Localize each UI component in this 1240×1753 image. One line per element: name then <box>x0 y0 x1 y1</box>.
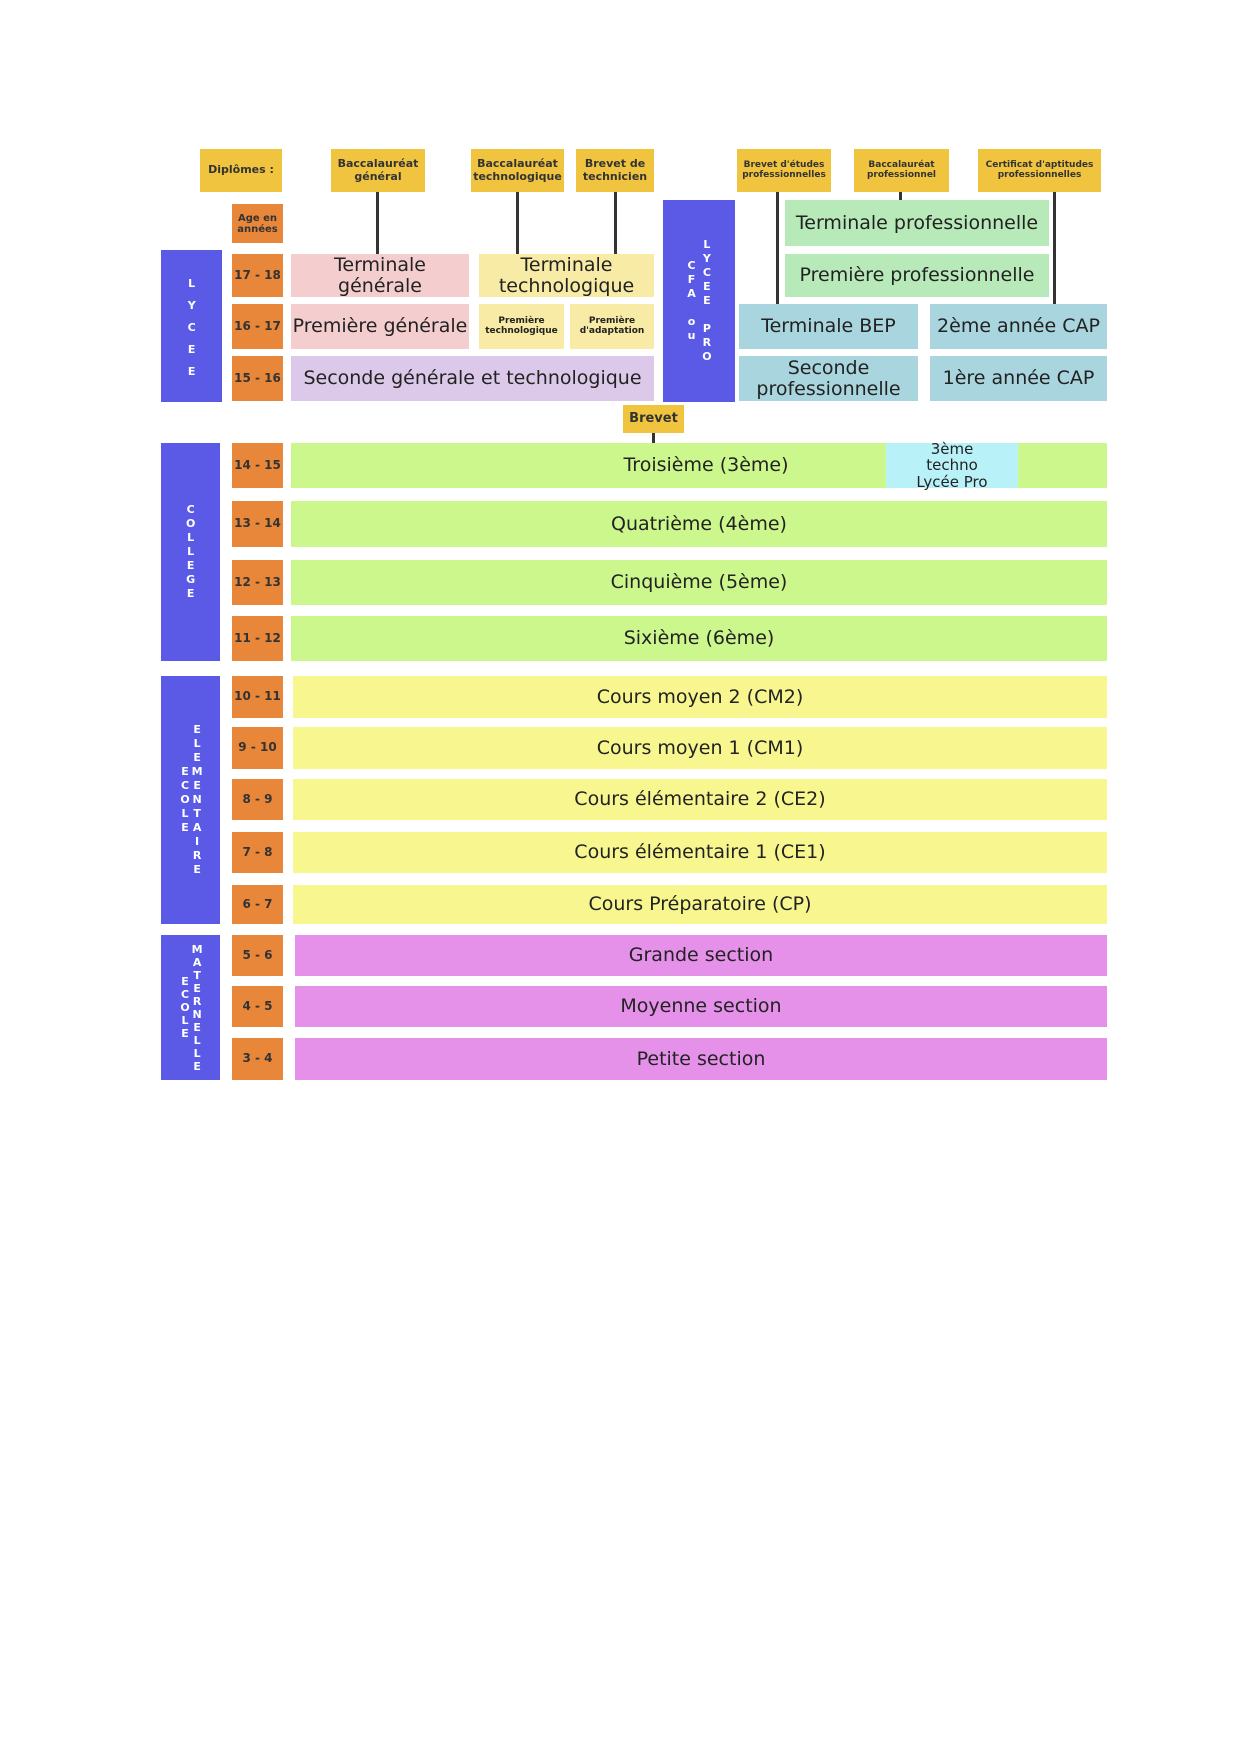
terminale-bep: Terminale BEP <box>739 304 918 349</box>
section-elementaire: ECOLE ELEMENTAIRE <box>161 676 220 924</box>
age-label: 12 - 13 <box>232 560 283 605</box>
diploma-brevet-technicien: Brevet de technicien <box>576 149 654 192</box>
cm2: Cours moyen 2 (CM2) <box>293 676 1107 718</box>
grande-section: Grande section <box>295 935 1107 976</box>
premiere-pro: Première professionnelle <box>785 254 1049 297</box>
ce1: Cours élémentaire 1 (CE1) <box>293 832 1107 873</box>
connector-line <box>652 433 655 443</box>
petite-section: Petite section <box>295 1038 1107 1080</box>
connector-line <box>899 192 902 200</box>
age-header: Age en années <box>232 204 283 243</box>
age-label: 5 - 6 <box>232 935 283 976</box>
age-label: 15 - 16 <box>232 356 283 401</box>
age-label: 8 - 9 <box>232 779 283 820</box>
cm1: Cours moyen 1 (CM1) <box>293 727 1107 769</box>
cap-1ere-annee: 1ère année CAP <box>930 356 1107 401</box>
sixieme: Sixième (6ème) <box>291 616 1107 661</box>
diploma-bac-general: Baccalauréat général <box>331 149 425 192</box>
seconde-pro: Seconde professionnelle <box>739 356 918 401</box>
connector-line <box>776 192 779 304</box>
premiere-generale: Première générale <box>291 304 469 349</box>
connector-line <box>1053 192 1056 304</box>
connector-line <box>516 192 519 254</box>
quatrieme: Quatrième (4ème) <box>291 501 1107 547</box>
age-label: 11 - 12 <box>232 616 283 661</box>
age-label: 16 - 17 <box>232 304 283 349</box>
connector-line <box>614 192 617 254</box>
diploma-bac-pro: Baccalauréat professionnel <box>854 149 949 192</box>
terminale-technologique: Terminale technologique <box>479 254 654 297</box>
age-label: 17 - 18 <box>232 254 283 297</box>
premiere-adaptation: Première d'adaptation <box>570 304 654 349</box>
diploma-brevet: Brevet <box>623 405 684 433</box>
troisieme-label: Troisième (3ème) <box>623 454 789 477</box>
section-college: COLLEGE <box>161 443 220 661</box>
age-label: 13 - 14 <box>232 501 283 547</box>
age-label: 10 - 11 <box>232 676 283 718</box>
connector-line <box>376 192 379 254</box>
cap-2eme-annee: 2ème année CAP <box>930 304 1107 349</box>
age-label: 4 - 5 <box>232 986 283 1027</box>
diploma-cap: Certificat d'aptitudes professionnelles <box>978 149 1101 192</box>
terminale-generale: Terminale générale <box>291 254 469 297</box>
troisieme-techno: 3ème techno Lycée Pro <box>886 441 1018 490</box>
premiere-technologique: Première technologique <box>479 304 564 349</box>
section-lycee-pro: CFA ou LYCEE PRO <box>663 200 735 402</box>
age-label: 7 - 8 <box>232 832 283 873</box>
age-label: 9 - 10 <box>232 727 283 769</box>
terminale-pro: Terminale professionnelle <box>785 200 1049 246</box>
ce2: Cours élémentaire 2 (CE2) <box>293 779 1107 820</box>
cinquieme: Cinquième (5ème) <box>291 560 1107 605</box>
diplomas-label: Diplômes : <box>200 149 282 192</box>
diploma-bep: Brevet d'études professionnelles <box>737 149 831 192</box>
age-label: 3 - 4 <box>232 1038 283 1080</box>
troisieme: Troisième (3ème) 3ème techno Lycée Pro <box>291 441 1107 490</box>
section-maternelle: ECOLE MATERNELLE <box>161 935 220 1080</box>
cp: Cours Préparatoire (CP) <box>293 885 1107 924</box>
age-label: 6 - 7 <box>232 885 283 924</box>
diploma-bac-techno: Baccalauréat technologique <box>471 149 564 192</box>
age-label: 14 - 15 <box>232 443 283 488</box>
moyenne-section: Moyenne section <box>295 986 1107 1027</box>
section-lycee: L Y C E E <box>161 250 222 402</box>
seconde-generale: Seconde générale et technologique <box>291 356 654 401</box>
